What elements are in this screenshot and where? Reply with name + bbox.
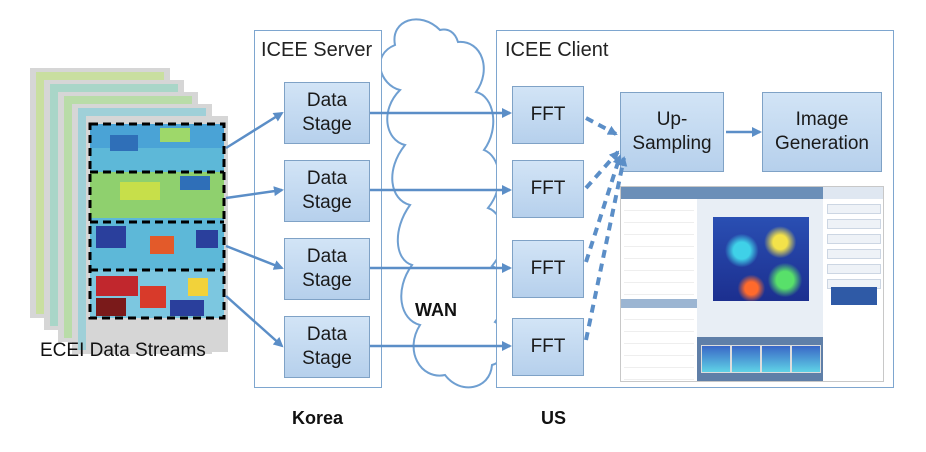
fft-box-4: FFT	[512, 318, 584, 376]
ecei-data-streams-label: ECEI Data Streams	[40, 340, 206, 361]
arrow-fft-up-3	[584, 154, 623, 263]
arrow-stream-2	[225, 186, 284, 200]
data-stage-box-1: Data Stage	[284, 82, 370, 144]
arrow-fft-up-4	[584, 156, 628, 341]
app-spectrogram-view	[697, 187, 823, 381]
fft-box-2: FFT	[512, 160, 584, 218]
upsampling-box: Up- Sampling	[620, 92, 724, 172]
icee-logo-icon	[831, 287, 877, 305]
wan-label: WAN	[415, 300, 457, 320]
korea-label: Korea	[292, 408, 344, 428]
arrow-stream-4	[225, 295, 284, 348]
icee-client-title: ICEE Client	[505, 39, 609, 61]
arrow-fft-up-1	[585, 116, 618, 136]
app-settings-panel	[823, 187, 883, 381]
arrow-stream-3	[225, 244, 284, 270]
thumbnail-strip	[697, 337, 823, 381]
client-app-screenshot	[620, 186, 884, 382]
fft-box-1: FFT	[512, 86, 584, 144]
app-event-list	[621, 187, 698, 381]
arrow-stream-1	[225, 111, 284, 150]
data-stage-box-4: Data Stage	[284, 316, 370, 378]
spectrogram-image	[713, 217, 809, 301]
image-generation-box: Image Generation	[762, 92, 882, 172]
icee-server-title: ICEE Server	[261, 39, 373, 61]
arrow-fft-up-2	[584, 150, 620, 190]
fft-box-3: FFT	[512, 240, 584, 298]
us-label: US	[541, 408, 567, 428]
data-stage-box-3: Data Stage	[284, 238, 370, 300]
data-stage-box-2: Data Stage	[284, 160, 370, 222]
